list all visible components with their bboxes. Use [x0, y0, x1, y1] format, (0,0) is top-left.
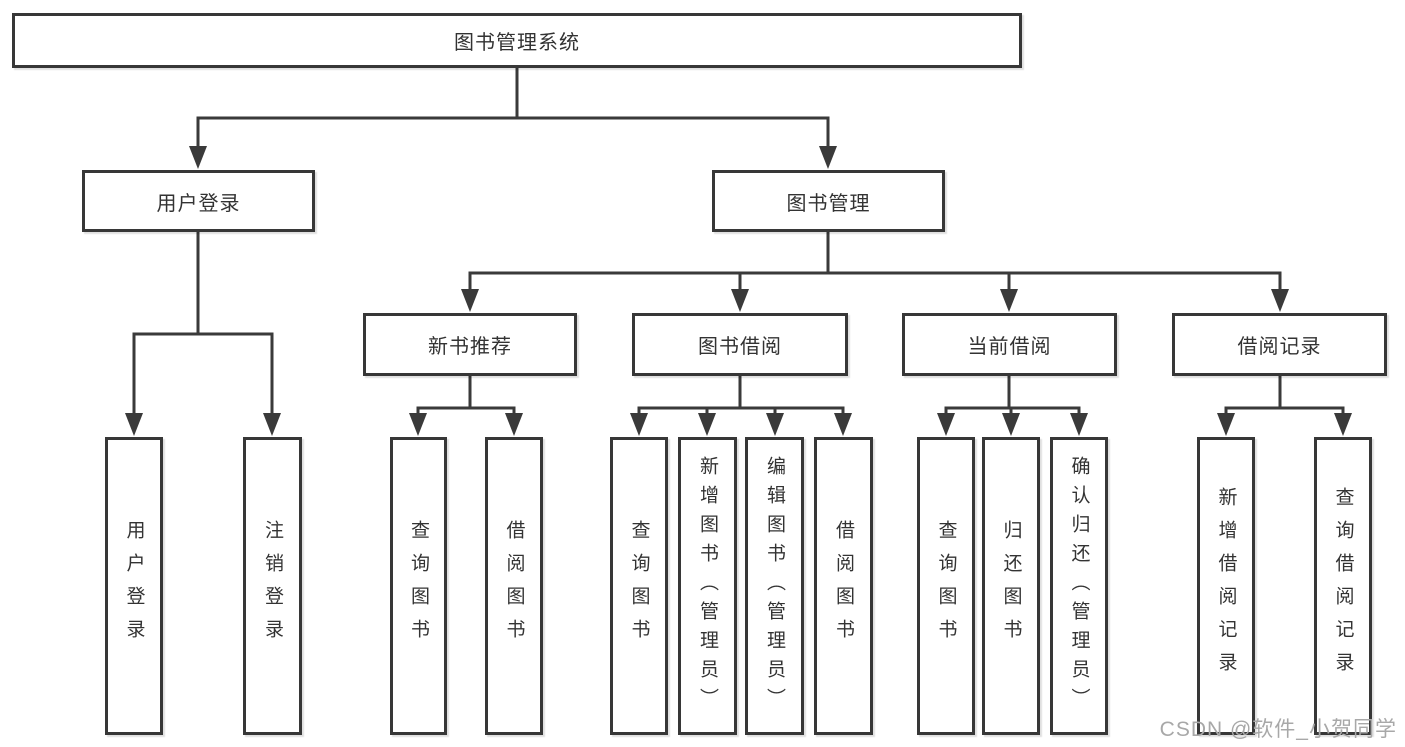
leaf-return-book: 归还图书 — [982, 437, 1040, 735]
leaf-borrow-query-book: 查询图书 — [610, 437, 668, 735]
node-current-borrow: 当前借阅 — [902, 313, 1117, 376]
leaf-edit-book-admin: 编辑图书（管理员） — [745, 437, 804, 735]
leaf-confirm-return-admin: 确认归还（管理员） — [1050, 437, 1108, 735]
watermark: CSDN @软件_小贺同学 — [1159, 718, 1397, 741]
node-new-book-recommend: 新书推荐 — [363, 313, 577, 376]
node-book-borrow: 图书借阅 — [632, 313, 848, 376]
leaf-add-book-admin: 新增图书（管理员） — [678, 437, 737, 735]
leaf-recommend-query-book: 查询图书 — [390, 437, 447, 735]
leaf-user-login: 用户登录 — [105, 437, 163, 735]
node-book-management: 图书管理 — [712, 170, 945, 232]
node-root-system: 图书管理系统 — [12, 13, 1022, 68]
leaf-borrow-book: 借阅图书 — [814, 437, 873, 735]
node-user-login: 用户登录 — [82, 170, 315, 232]
leaf-current-query-book: 查询图书 — [917, 437, 975, 735]
node-borrow-record: 借阅记录 — [1172, 313, 1387, 376]
leaf-recommend-borrow-book: 借阅图书 — [485, 437, 543, 735]
leaf-add-borrow-record: 新增借阅记录 — [1197, 437, 1255, 735]
leaf-logout: 注销登录 — [243, 437, 302, 735]
leaf-query-borrow-record: 查询借阅记录 — [1314, 437, 1372, 735]
